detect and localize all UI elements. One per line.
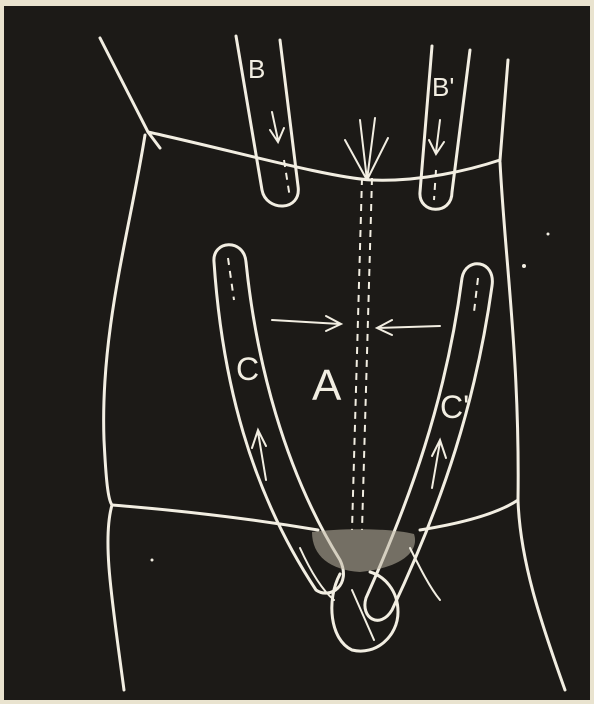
label-c-prime: C' (440, 389, 469, 425)
label-b: B (248, 54, 265, 84)
label-c: C (236, 351, 259, 387)
label-b-prime: B' (432, 72, 454, 102)
engraving-background (4, 6, 590, 700)
label-a: A (312, 361, 342, 410)
